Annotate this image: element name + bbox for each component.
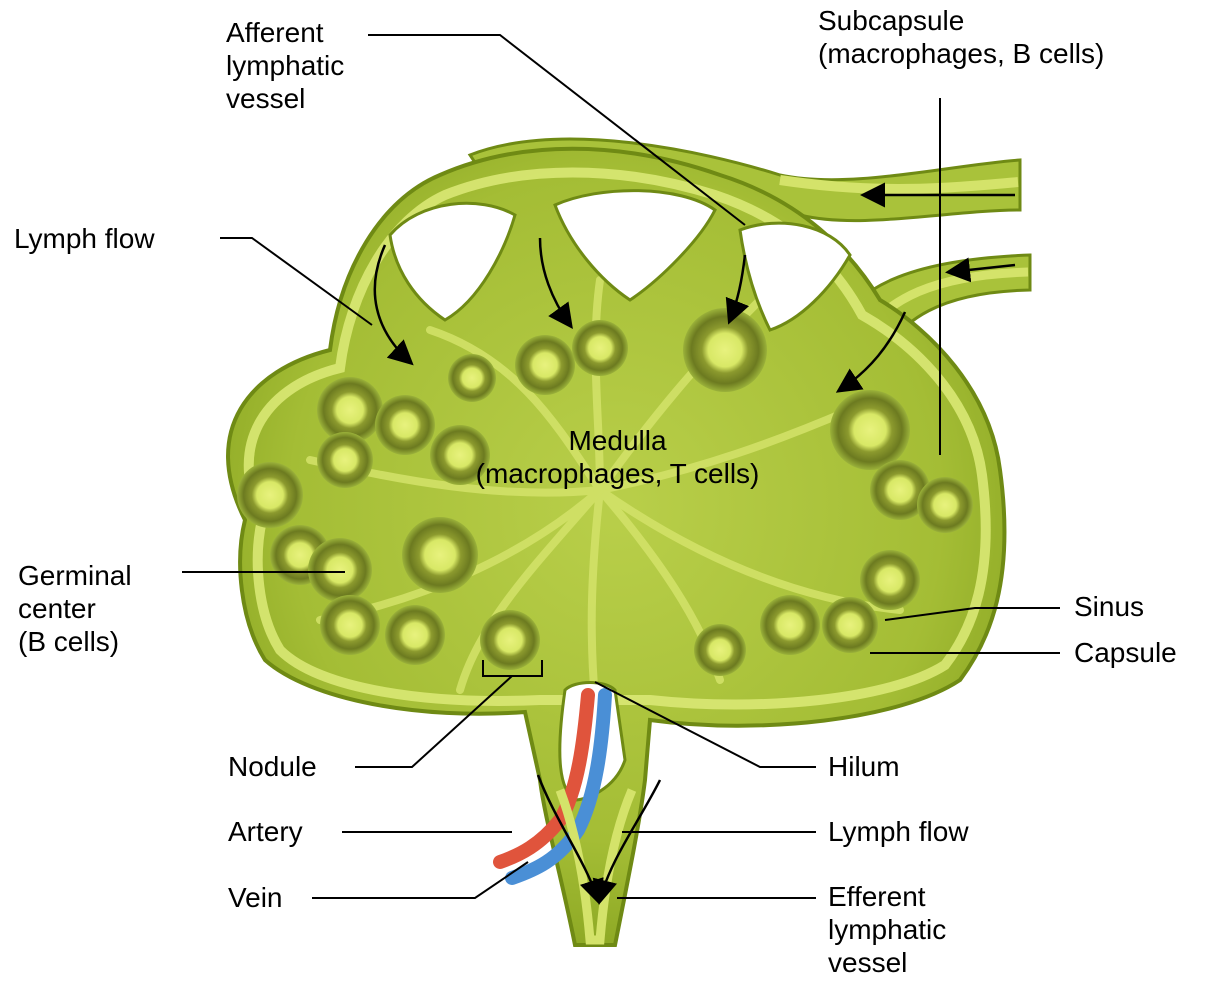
label-capsule: Capsule [1074, 636, 1177, 669]
label-afferent-lymphatic-vessel: Afferent lymphatic vessel [226, 16, 344, 115]
label-nodule: Nodule [228, 750, 317, 783]
follicle [683, 308, 767, 392]
follicle [694, 624, 746, 676]
follicle [572, 320, 628, 376]
follicle [402, 517, 478, 593]
label-medulla: Medulla (macrophages, T cells) [440, 424, 795, 490]
follicle [515, 335, 575, 395]
label-lymph-flow-right: Lymph flow [828, 815, 969, 848]
follicle [448, 354, 496, 402]
follicle [830, 390, 910, 470]
follicle [480, 610, 540, 670]
label-efferent-lymphatic-vessel: Efferent lymphatic vessel [828, 880, 946, 979]
label-artery: Artery [228, 815, 303, 848]
follicle [320, 595, 380, 655]
follicle [760, 595, 820, 655]
label-hilum: Hilum [828, 750, 900, 783]
follicle [917, 477, 973, 533]
follicle [308, 538, 372, 602]
follicle [860, 550, 920, 610]
follicle [237, 462, 303, 528]
follicle [385, 605, 445, 665]
label-germinal-center: Germinal center (B cells) [18, 559, 132, 658]
follicle [375, 395, 435, 455]
label-vein: Vein [228, 881, 283, 914]
label-subcapsule: Subcapsule (macrophages, B cells) [818, 4, 1104, 70]
label-sinus: Sinus [1074, 590, 1144, 623]
follicle [317, 432, 373, 488]
follicle [822, 597, 878, 653]
label-lymph-flow-left: Lymph flow [14, 222, 155, 255]
